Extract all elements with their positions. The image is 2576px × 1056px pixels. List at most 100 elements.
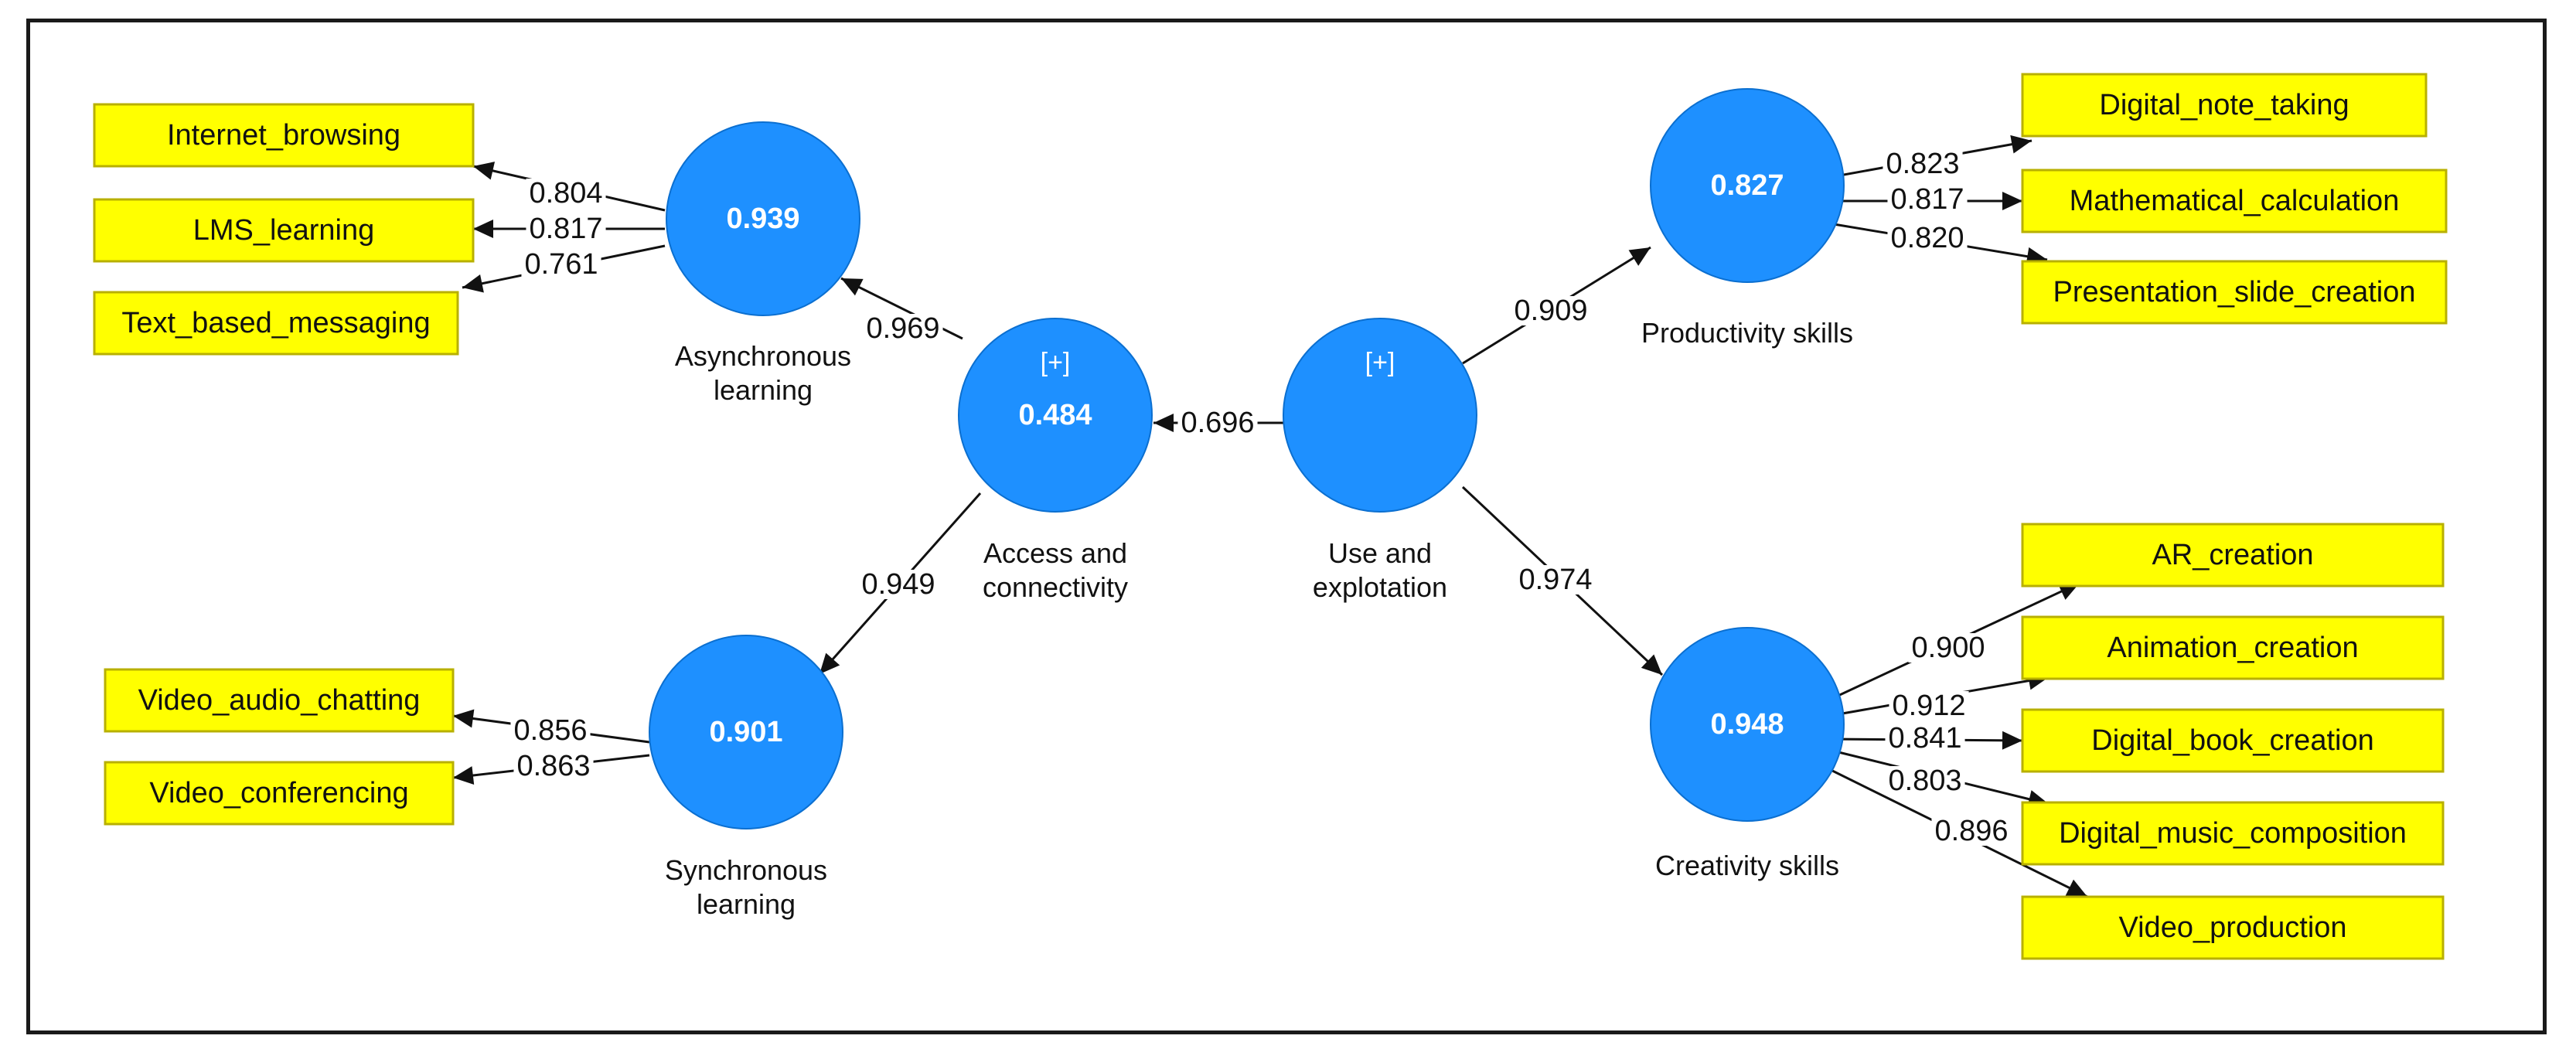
loading-coefficient-sync-vachat-bg <box>510 716 591 745</box>
indicator-label-math: Mathematical_calculation <box>2070 185 2400 217</box>
loading-coefficient-async-internet-bg <box>526 179 606 208</box>
path-coefficient-use-access-bg <box>1177 408 1258 438</box>
indicator-box-text[interactable] <box>93 291 459 356</box>
indicator-box-vachat[interactable] <box>104 668 455 733</box>
indicator-lms[interactable]: LMS_learning <box>93 198 475 263</box>
loading-coefficient-async-text-bg <box>521 250 601 279</box>
construct-label-creat: Creativity skills <box>1655 850 1839 881</box>
path-line-access-sync-arrowhead <box>819 652 840 674</box>
construct-tag-access[interactable]: [+] <box>1041 348 1071 377</box>
construct-circle-use[interactable] <box>1283 318 1477 513</box>
construct-r2-prod: 0.827 <box>1710 169 1784 202</box>
loading-coefficient-creat-book-bg <box>1885 724 1965 753</box>
loading-coefficient-async-lms-bg <box>526 214 606 244</box>
loading-coefficient-async-text: 0.761 <box>524 248 598 281</box>
indicator-music[interactable]: Digital_music_composition <box>2021 801 2445 866</box>
path-line-use-access-arrowhead <box>1153 414 1174 432</box>
construct-circle-prod[interactable] <box>1650 88 1845 283</box>
loading-coefficient-creat-music: 0.803 <box>1888 765 1961 797</box>
indicator-label-internet: Internet_browsing <box>167 119 400 152</box>
loading-coefficient-async-internet: 0.804 <box>529 177 602 209</box>
indicator-box-video[interactable] <box>2021 895 2445 960</box>
indicator-label-anim: Animation_creation <box>2107 632 2358 664</box>
loading-line-creat-video-arrowhead <box>2065 879 2087 897</box>
indicator-box-math[interactable] <box>2021 169 2448 233</box>
indicator-vconf[interactable]: Video_conferencing <box>104 761 455 826</box>
loading-coefficient-sync-vachat: 0.856 <box>513 714 587 747</box>
loading-coefficient-prod-note: 0.823 <box>1886 148 1959 180</box>
construct-circle-async[interactable] <box>666 121 860 316</box>
indicator-book[interactable]: Digital_book_creation <box>2021 708 2445 773</box>
coefficients-layer: 0.9690.9490.6960.9090.9740.8040.8170.761… <box>510 148 2012 847</box>
path-coefficient-use-prod: 0.909 <box>1514 295 1587 327</box>
loading-coefficient-creat-anim-bg <box>1889 691 1969 720</box>
indicator-label-vconf: Video_conferencing <box>149 777 408 809</box>
construct-tag-use[interactable]: [+] <box>1365 348 1395 377</box>
indicator-label-music: Digital_music_composition <box>2059 817 2407 850</box>
indicator-internet[interactable]: Internet_browsing <box>93 103 475 168</box>
loading-line-async-lms-arrowhead <box>473 220 493 238</box>
indicator-anim[interactable]: Animation_creation <box>2021 615 2445 680</box>
indicator-ar[interactable]: AR_creation <box>2021 523 2445 588</box>
indicator-box-vconf[interactable] <box>104 761 455 826</box>
construct-r2-sync: 0.901 <box>709 716 782 748</box>
construct-label-sync: learning <box>697 888 796 920</box>
loading-coefficient-async-lms: 0.817 <box>529 213 602 245</box>
loading-coefficient-sync-vconf-bg <box>513 751 594 781</box>
loading-coefficient-creat-ar-bg <box>1908 633 1988 663</box>
loading-coefficient-creat-anim: 0.912 <box>1892 690 1965 722</box>
construct-circle-access[interactable] <box>958 318 1153 513</box>
indicator-box-music[interactable] <box>2021 801 2445 866</box>
construct-label-async: Asynchronous <box>675 340 851 372</box>
indicator-math[interactable]: Mathematical_calculation <box>2021 169 2448 233</box>
indicator-box-anim[interactable] <box>2021 615 2445 680</box>
indicator-box-note[interactable] <box>2021 73 2428 138</box>
loading-coefficient-creat-book: 0.841 <box>1888 722 1961 755</box>
construct-r2-access: 0.484 <box>1018 399 1092 431</box>
loading-coefficient-prod-math-bg <box>1887 185 1968 214</box>
indicator-box-internet[interactable] <box>93 103 475 168</box>
indicator-slide[interactable]: Presentation_slide_creation <box>2021 260 2448 325</box>
path-coefficient-access-sync: 0.949 <box>861 568 935 601</box>
path-line-access-async-arrowhead <box>841 278 864 296</box>
indicator-label-slide: Presentation_slide_creation <box>2053 276 2416 308</box>
indicator-box-ar[interactable] <box>2021 523 2445 588</box>
path-coefficient-access-sync-bg <box>858 570 939 599</box>
path-coefficient-use-creat-bg <box>1515 565 1596 594</box>
indicator-label-ar: AR_creation <box>2152 539 2313 571</box>
indicator-box-lms[interactable] <box>93 198 475 263</box>
construct-circle-sync[interactable] <box>649 635 843 829</box>
construct-label-sync: Synchronous <box>665 854 827 886</box>
indicator-video[interactable]: Video_production <box>2021 895 2445 960</box>
loading-line-sync-vachat-arrowhead <box>453 709 475 728</box>
indicator-label-video: Video_production <box>2118 911 2346 944</box>
loading-coefficient-creat-video-bg <box>1931 816 2012 846</box>
construct-label-use: explotation <box>1313 571 1447 603</box>
indicator-label-lms: LMS_learning <box>193 214 374 247</box>
loading-line-sync-vconf-arrowhead <box>453 766 475 785</box>
indicator-label-note: Digital_note_taking <box>2099 89 2349 121</box>
loading-line-async-internet-arrowhead <box>473 162 496 180</box>
loading-coefficient-prod-note-bg <box>1883 149 1963 179</box>
loading-coefficient-creat-ar: 0.900 <box>1911 632 1985 664</box>
indicator-vachat[interactable]: Video_audio_chatting <box>104 668 455 733</box>
indicator-note[interactable]: Digital_note_taking <box>2021 73 2428 138</box>
construct-r2-creat: 0.948 <box>1710 708 1784 741</box>
indicator-box-slide[interactable] <box>2021 260 2448 325</box>
construct-label-access: connectivity <box>983 571 1128 603</box>
construct-label-access: Access and <box>983 537 1127 569</box>
loading-line-prod-note-arrowhead <box>2010 135 2032 154</box>
indicator-label-vachat: Video_audio_chatting <box>138 684 421 717</box>
path-coefficient-use-access: 0.696 <box>1181 407 1254 439</box>
loading-coefficient-creat-video: 0.896 <box>1934 815 2008 847</box>
loading-line-creat-book-arrowhead <box>2002 731 2022 750</box>
construct-circle-creat[interactable] <box>1650 627 1845 822</box>
indicator-text[interactable]: Text_based_messaging <box>93 291 459 356</box>
indicator-box-book[interactable] <box>2021 708 2445 773</box>
